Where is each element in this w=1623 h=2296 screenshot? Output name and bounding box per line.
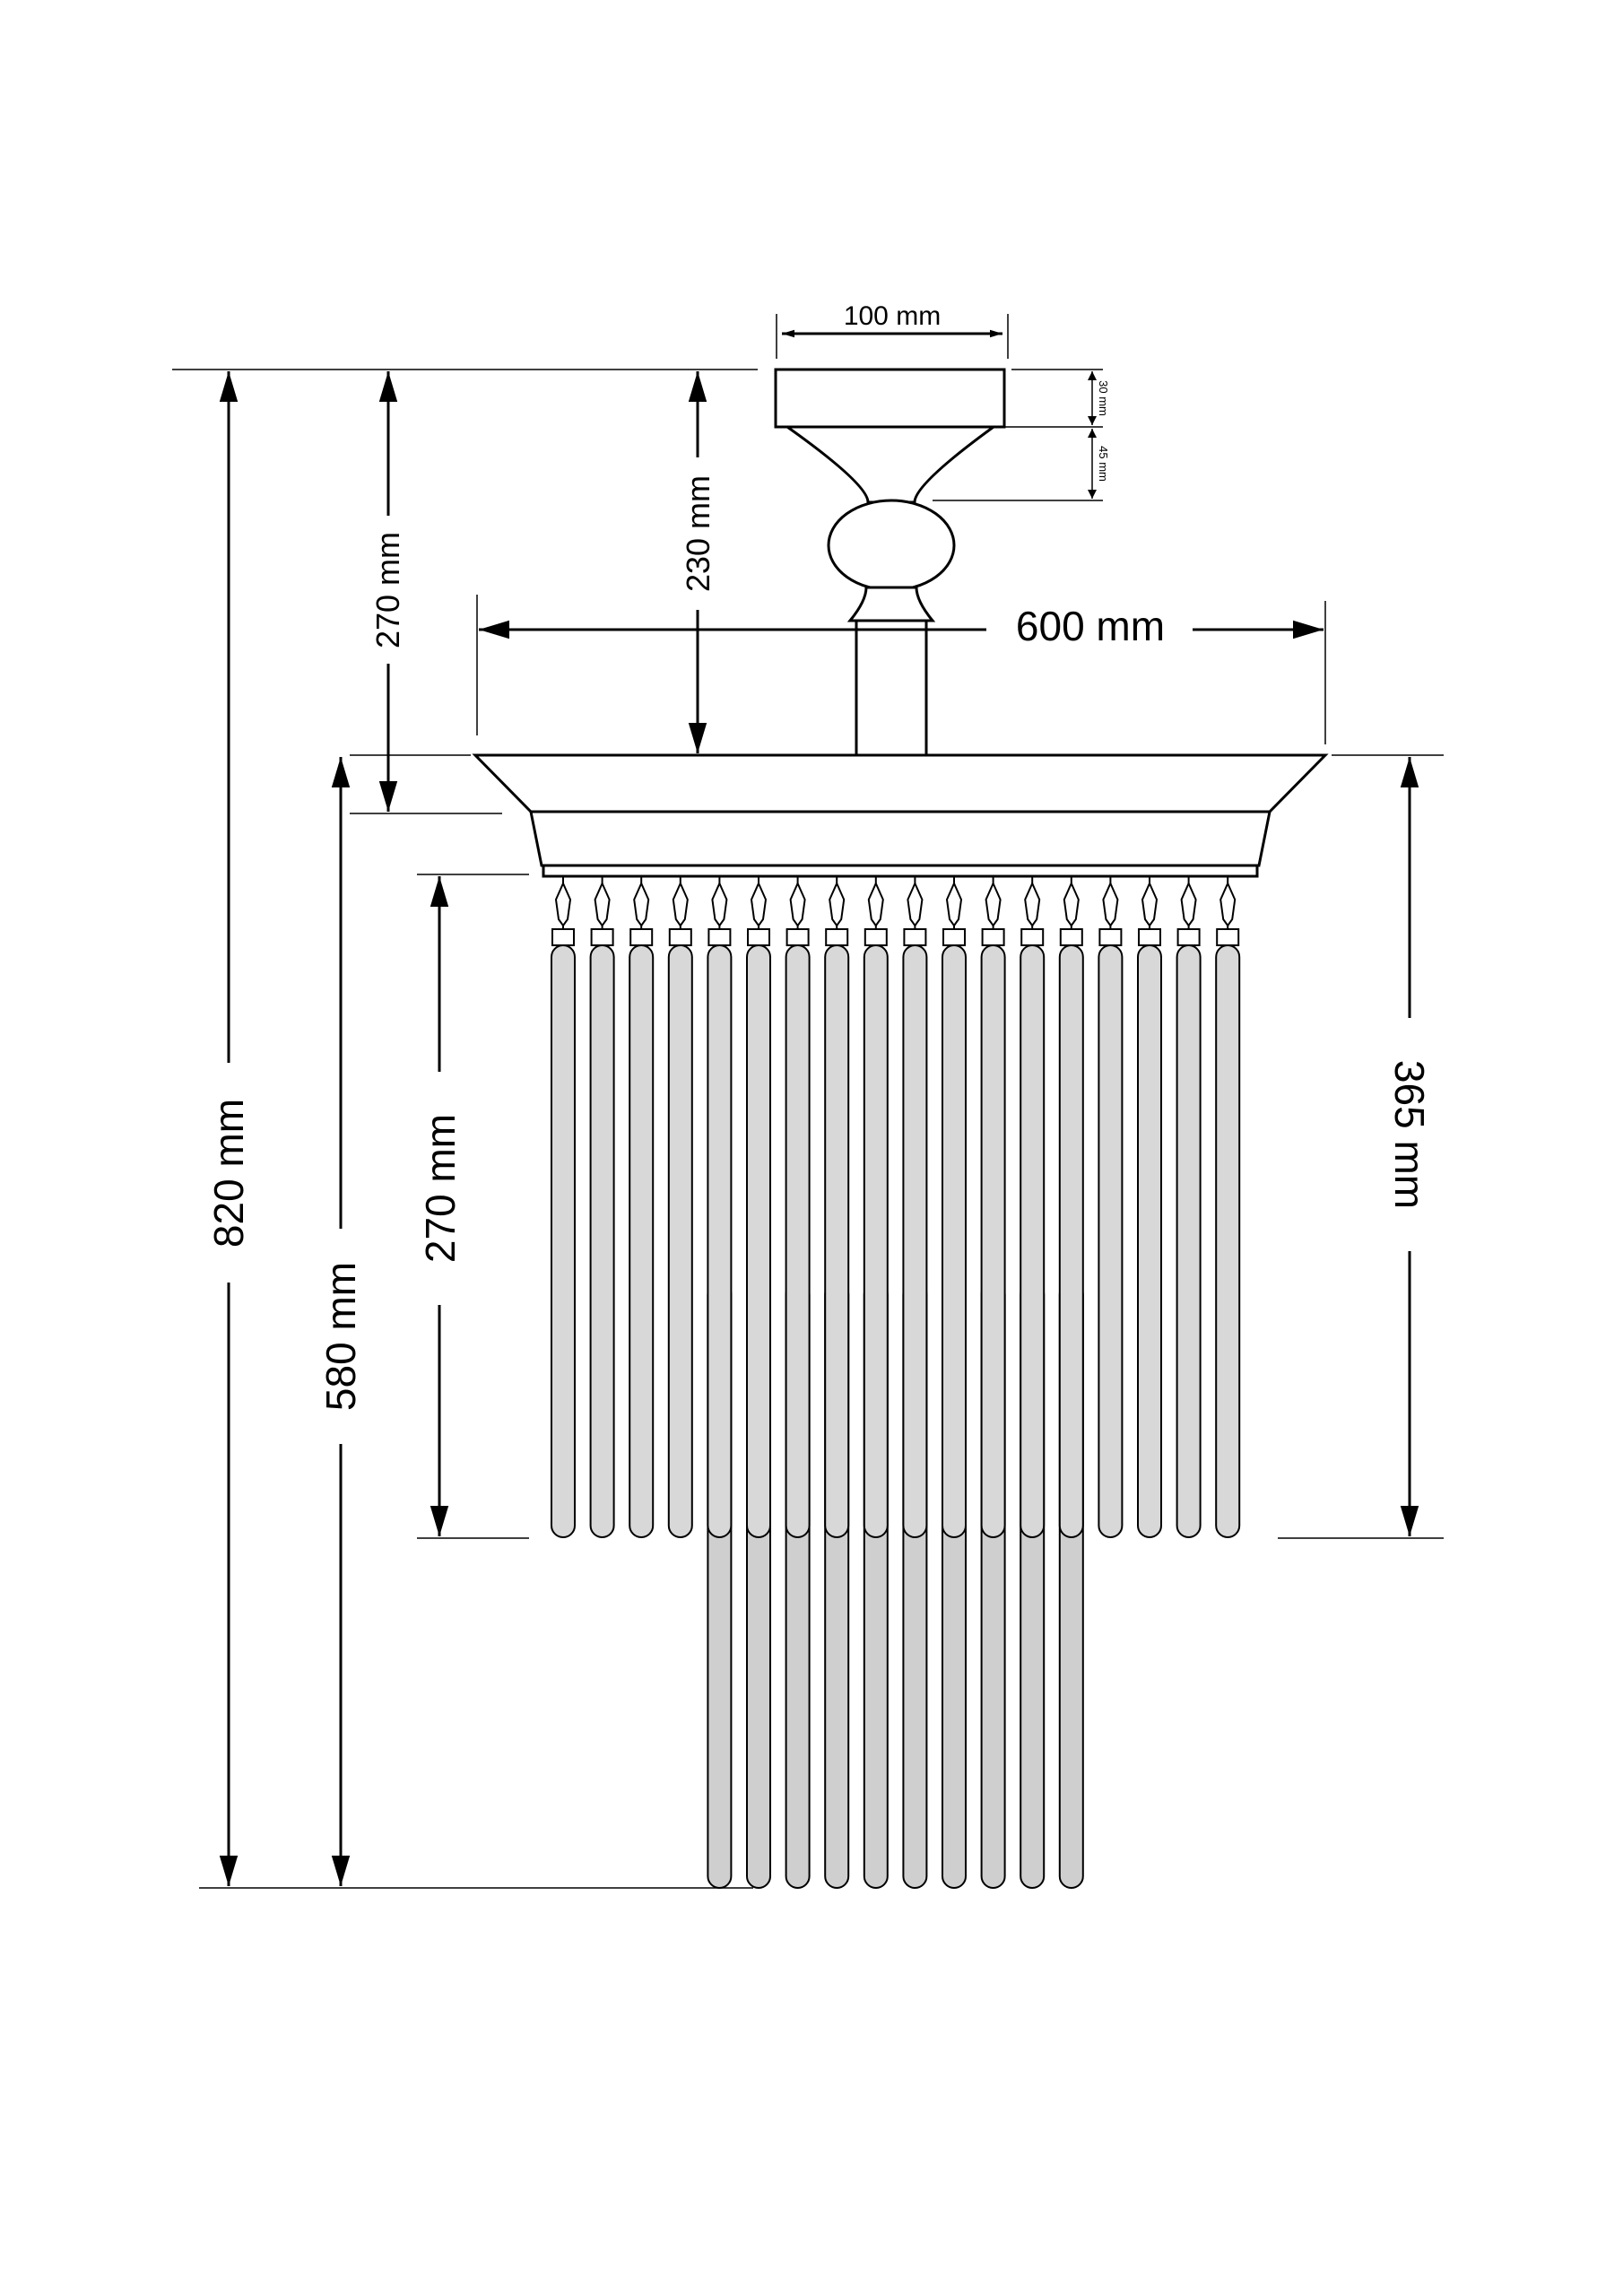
rod-cap	[1020, 928, 1045, 946]
label-stem-length: 230 mm	[680, 475, 716, 592]
rod-cap	[747, 928, 770, 946]
label-canopy-width: 100 mm	[844, 301, 941, 331]
short-rod	[667, 944, 693, 1538]
canopy	[774, 368, 1006, 429]
short-rod	[589, 944, 615, 1538]
rod-cap	[1176, 928, 1201, 946]
label-neck-height: 45 mm	[1097, 446, 1110, 482]
rod-cap	[668, 928, 692, 946]
short-rod	[707, 944, 733, 1538]
rod-cap	[981, 928, 1005, 946]
rod-assembly	[629, 876, 655, 1538]
rod-cap	[825, 928, 849, 946]
rod-assembly	[785, 876, 811, 1538]
short-rod	[1215, 944, 1241, 1538]
rod-connector	[829, 881, 846, 927]
short-rod	[824, 944, 850, 1538]
short-rod	[746, 944, 771, 1538]
rod-cap	[590, 928, 614, 946]
rod-connector	[711, 881, 728, 927]
label-total-height: 820 mm	[205, 1099, 252, 1248]
label-outer-drop: 365 mm	[1386, 1060, 1433, 1209]
short-rod	[902, 944, 928, 1538]
rod-assembly	[980, 876, 1006, 1538]
short-rod	[942, 944, 967, 1538]
rod-assembly	[824, 876, 850, 1538]
short-rod	[785, 944, 811, 1538]
stem	[855, 619, 928, 757]
rod-assembly	[1176, 876, 1202, 1538]
rod-assembly	[746, 876, 771, 1538]
short-rod	[863, 944, 889, 1538]
ring-band	[529, 810, 1271, 867]
rod-cap	[942, 928, 966, 946]
label-canopy-height: 30 mm	[1097, 380, 1110, 416]
rod-assembly	[551, 876, 576, 1538]
short-rod	[629, 944, 655, 1538]
rod-cap	[1138, 928, 1161, 946]
rod-connector	[1141, 881, 1159, 927]
dimension-labels: 100 mm 30 mm 45 mm 600 mm 230 mm 270 mm …	[205, 301, 1433, 1411]
bulb-ornament	[827, 499, 956, 592]
rod-connector	[1219, 881, 1237, 927]
short-rod	[1098, 944, 1124, 1538]
rod-connector	[789, 881, 806, 927]
rod-cap	[551, 928, 575, 946]
short-rod	[1137, 944, 1162, 1538]
ring-top	[472, 753, 1329, 813]
rod-connector	[750, 881, 768, 927]
rod-connector	[1180, 881, 1197, 927]
label-top-to-ring: 270 mm	[369, 532, 406, 648]
label-ring-width: 600 mm	[1016, 603, 1165, 649]
short-rod	[1058, 944, 1084, 1538]
rod-assembly	[902, 876, 928, 1538]
rod-connector	[633, 881, 650, 927]
rod-assembly	[667, 876, 693, 1538]
rod-cap	[864, 928, 888, 946]
rod-connector	[672, 881, 689, 927]
rod-assembly	[589, 876, 615, 1538]
rod-cap	[707, 928, 732, 946]
rod-connector	[945, 881, 963, 927]
rod-connector	[867, 881, 884, 927]
rod-connector	[907, 881, 924, 927]
rod-assembly	[1020, 876, 1046, 1538]
short-rods	[551, 876, 1241, 1538]
short-rod	[980, 944, 1006, 1538]
rod-cap	[1059, 928, 1083, 946]
rod-assembly	[1098, 876, 1124, 1538]
rod-assembly	[1137, 876, 1162, 1538]
rod-connector	[985, 881, 1002, 927]
lamp-body	[472, 368, 1329, 878]
rod-assembly	[1215, 876, 1241, 1538]
stem-collar	[846, 586, 936, 622]
short-rod	[551, 944, 576, 1538]
rod-cap	[629, 928, 654, 946]
short-rod	[1020, 944, 1046, 1538]
canopy-neck	[783, 425, 998, 504]
rod-assembly	[707, 876, 733, 1538]
label-ring-to-bottom: 580 mm	[317, 1262, 364, 1411]
short-rod	[1176, 944, 1202, 1538]
rod-assembly	[942, 876, 967, 1538]
rod-connector	[1063, 881, 1080, 927]
ring-rail	[542, 864, 1259, 878]
rod-assembly	[1058, 876, 1084, 1538]
label-rod-length: 270 mm	[417, 1114, 464, 1263]
rod-cap	[1098, 928, 1123, 946]
rod-connector	[1024, 881, 1041, 927]
dimension-lines	[172, 314, 1444, 1889]
rod-cap	[785, 928, 810, 946]
rod-connector	[594, 881, 611, 927]
rod-cap	[1216, 928, 1240, 946]
rod-connector	[1102, 881, 1119, 927]
rod-connector	[554, 881, 572, 927]
rod-cap	[903, 928, 927, 946]
rod-assembly	[863, 876, 889, 1538]
